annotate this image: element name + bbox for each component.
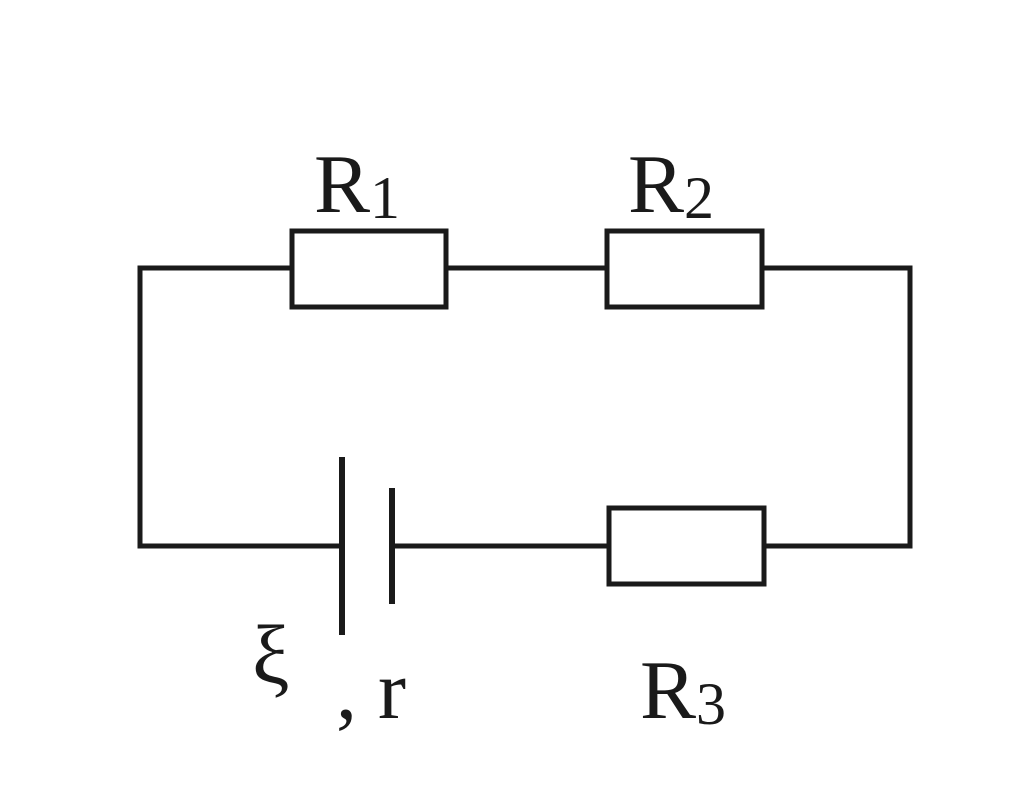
battery-source: [339, 457, 395, 635]
label-internal-resistance: , r: [336, 644, 406, 737]
wires: [137, 265, 913, 549]
label-emf: ξ: [252, 609, 289, 702]
label-r1: R1: [314, 138, 400, 231]
resistor-r2: [604, 228, 765, 310]
label-r2: R2: [628, 138, 714, 231]
resistor-r3: [606, 505, 767, 587]
label-r1-subscript: 1: [370, 165, 400, 231]
label-r3: R3: [640, 644, 726, 737]
resistor-r1: [289, 228, 449, 310]
label-r3-subscript: 3: [696, 671, 726, 737]
label-r2-subscript: 2: [684, 165, 714, 231]
